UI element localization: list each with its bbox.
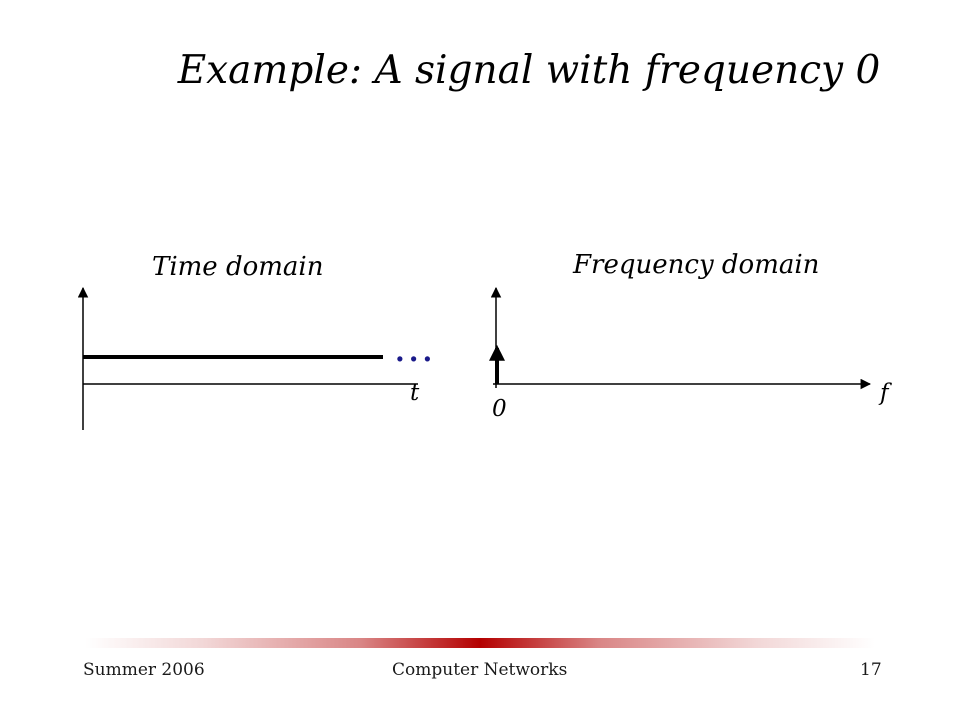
frequency-domain-label: Frequency domain <box>573 250 820 280</box>
slide-title: Example: A signal with frequency 0 <box>177 48 881 93</box>
footer-date: Summer 2006 <box>83 660 205 680</box>
footer-divider <box>85 638 875 648</box>
time-axis-label: t <box>410 380 420 406</box>
frequency-axis-label: f <box>878 380 892 406</box>
footer-course-title: Computer Networks <box>392 660 568 680</box>
page-number: 17 <box>860 660 882 680</box>
time-domain-label: Time domain <box>152 252 324 282</box>
continuation-dots: ... <box>395 335 436 368</box>
impulse-zero-label: 0 <box>492 396 507 422</box>
frequency-domain-plot: f 0 <box>489 286 892 422</box>
time-domain-plot: ... t <box>77 286 436 430</box>
